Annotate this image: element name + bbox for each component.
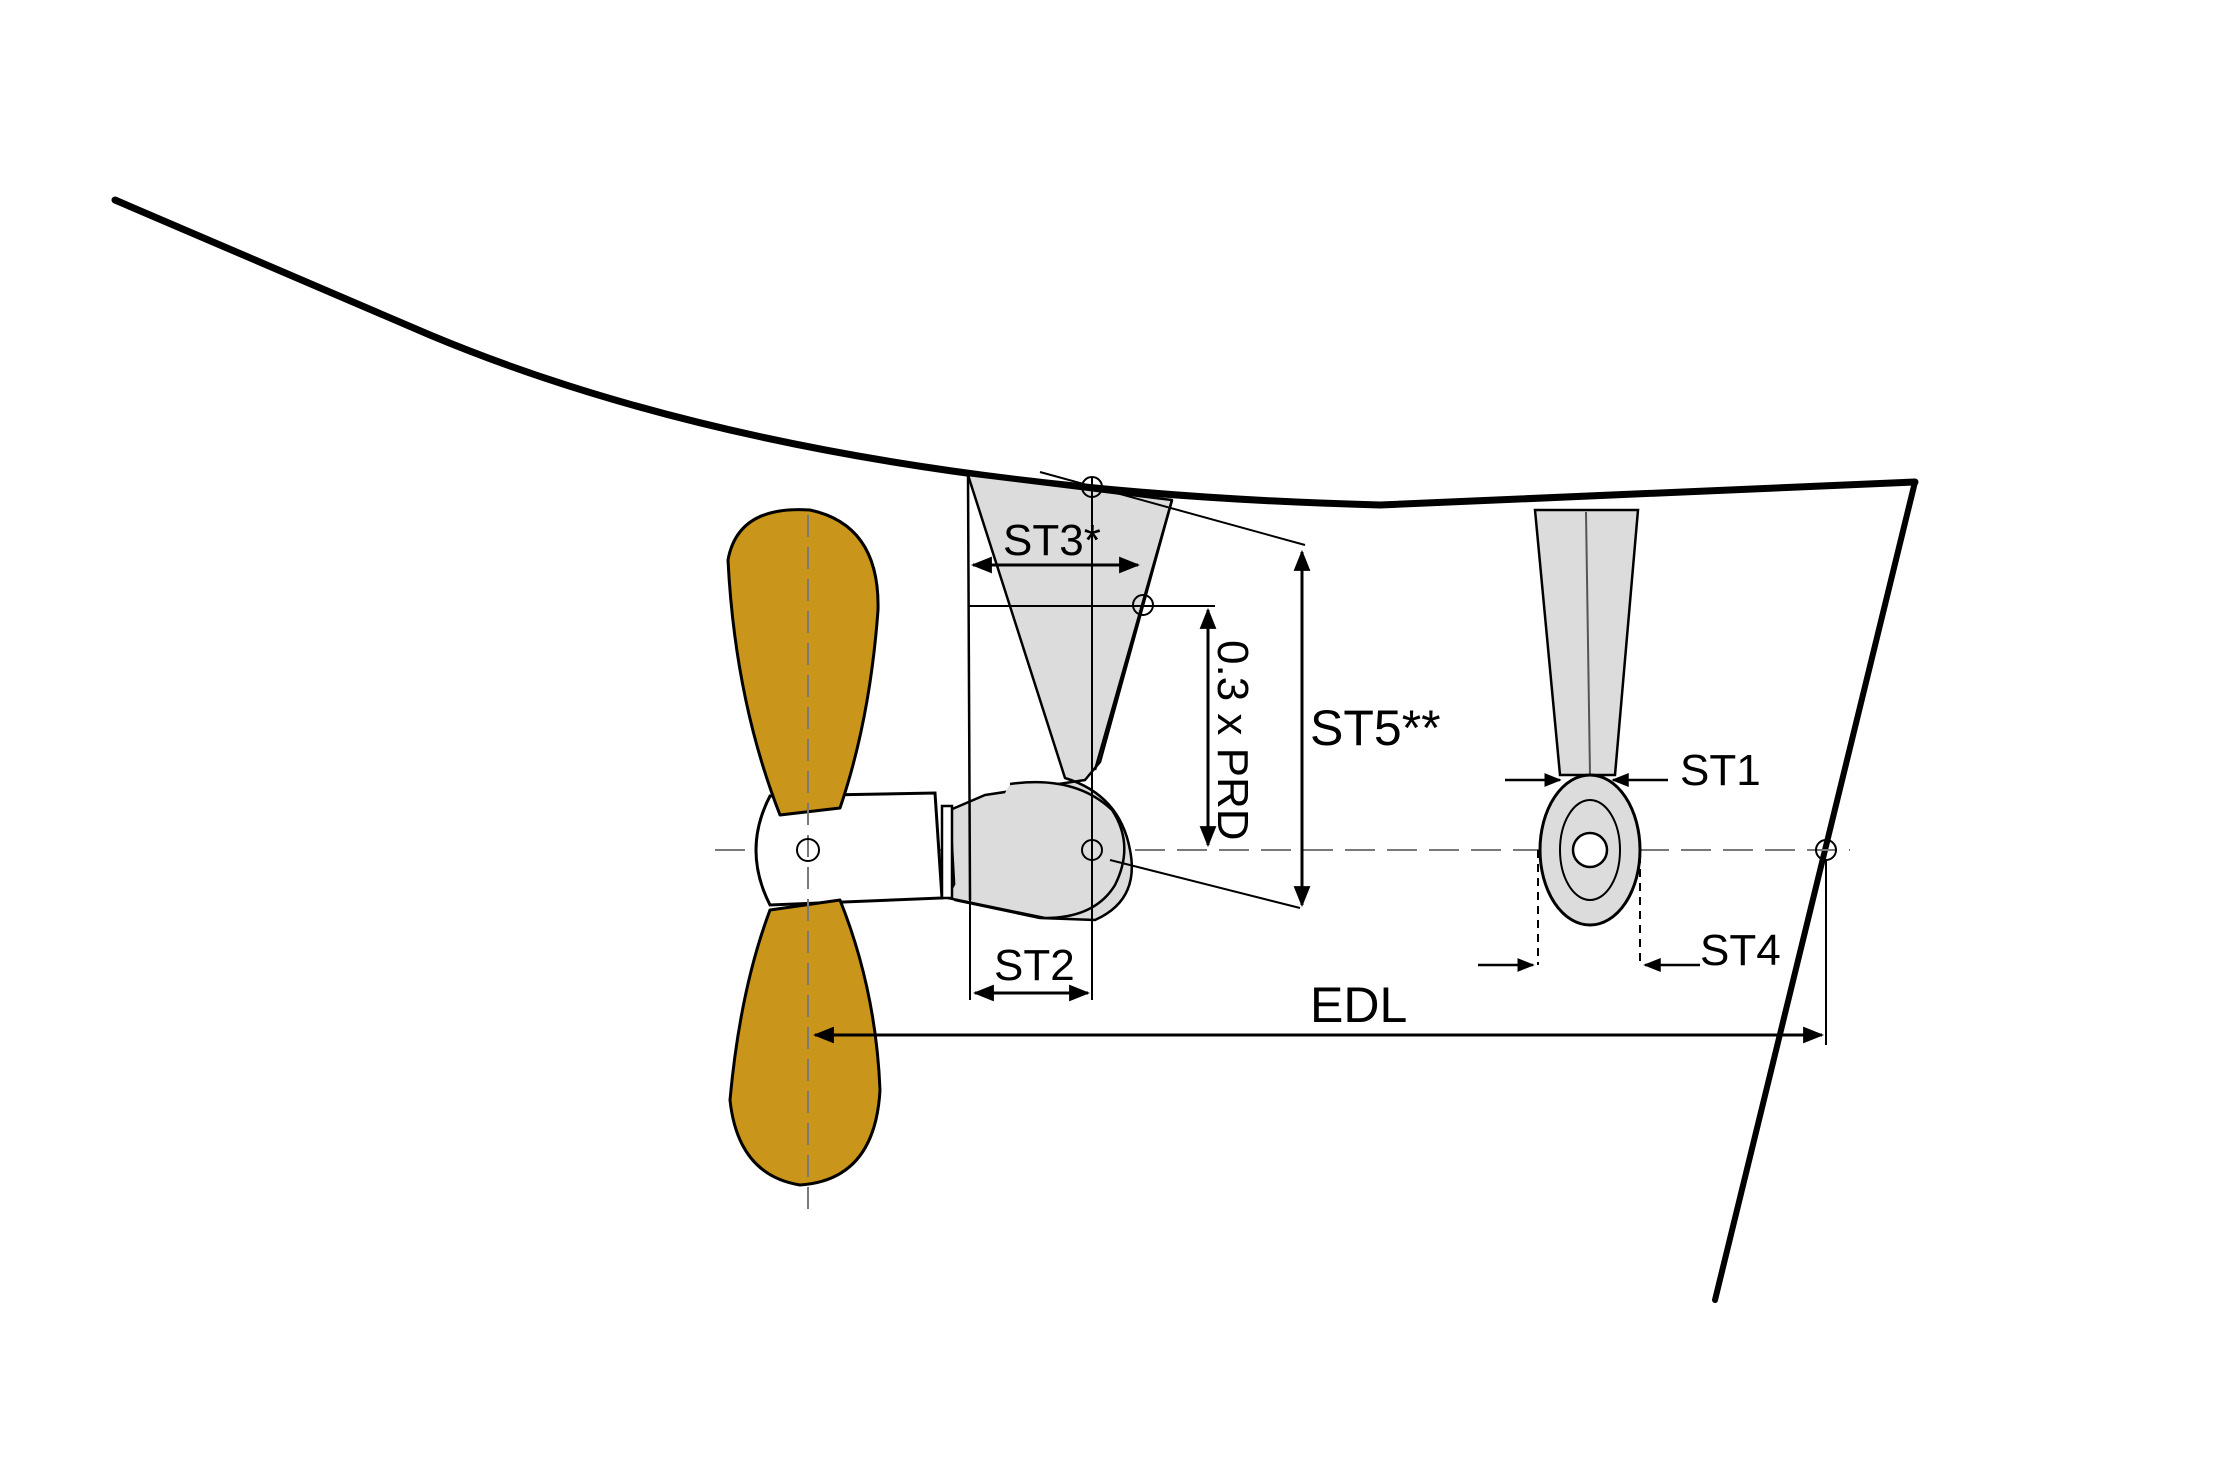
label-st2: ST2 (994, 941, 1075, 990)
label-st4: ST4 (1700, 926, 1781, 975)
propeller-blade-upper (726, 508, 880, 817)
st5-extension-bottom (1109, 859, 1301, 909)
st5-extension-top (1039, 471, 1306, 546)
strut-trailing-edge (1093, 499, 1174, 771)
label-st5: ST5** (1310, 700, 1441, 756)
strut-leading-edge (966, 474, 972, 901)
shaft-section (1571, 831, 1609, 869)
stem-line (1712, 479, 1918, 1303)
strut-boss (947, 780, 1126, 920)
shaft-collar (940, 804, 954, 900)
label-prd: 0.3 x PRD (1208, 640, 1257, 841)
label-edl: EDL (1310, 977, 1407, 1033)
propeller-blade-lower (728, 898, 882, 1187)
hull-line (111, 196, 1919, 509)
forward-strut-center (1585, 511, 1591, 776)
ref-point-hub (796, 838, 820, 862)
label-st1: ST1 (1680, 746, 1761, 795)
label-st3: ST3* (1003, 516, 1101, 565)
